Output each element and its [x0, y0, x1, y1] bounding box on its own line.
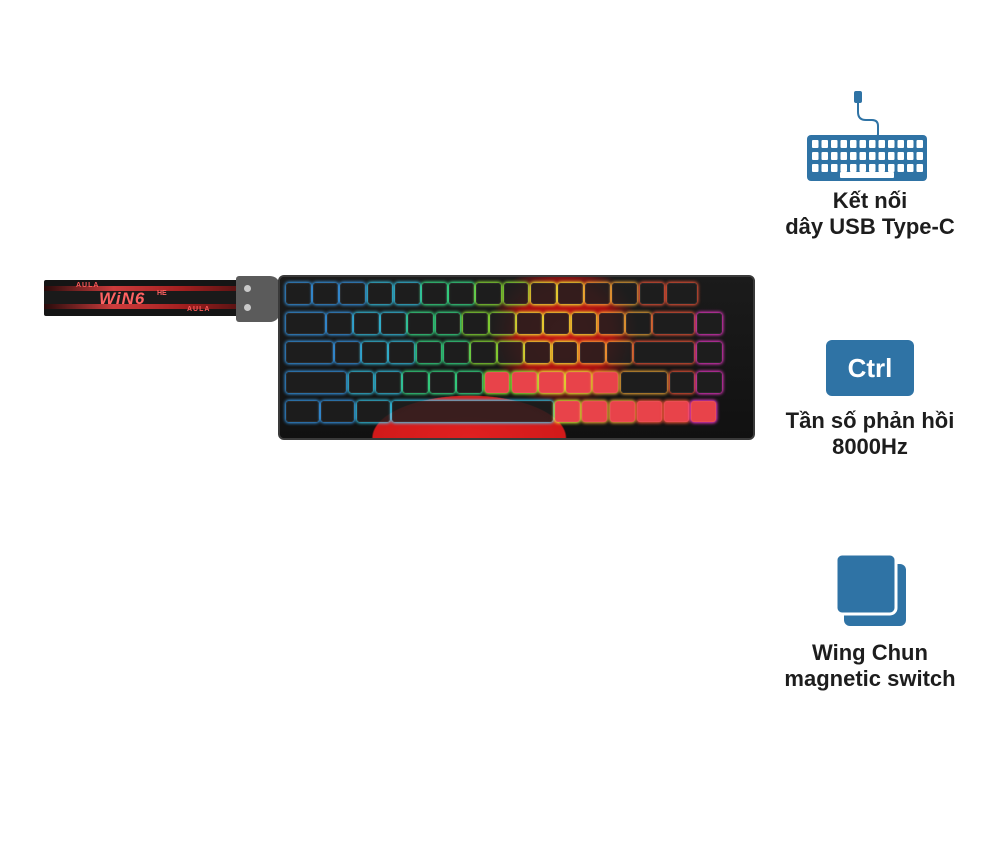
keycap — [552, 342, 578, 363]
keycap — [696, 342, 722, 363]
keycap — [356, 401, 390, 422]
keycap — [691, 401, 717, 422]
keycap — [334, 342, 360, 363]
keycap — [457, 371, 483, 393]
keycap — [430, 371, 456, 393]
keycap — [490, 312, 515, 334]
keycap — [696, 371, 722, 393]
keycap — [530, 283, 556, 304]
keycap — [571, 312, 597, 334]
keycap — [375, 371, 401, 393]
keycap — [408, 312, 434, 334]
keycap — [593, 371, 619, 393]
keycap — [609, 401, 635, 422]
keycaps — [286, 283, 747, 430]
keycap — [340, 283, 366, 304]
keycap — [544, 312, 570, 334]
keycap — [476, 283, 502, 304]
keycap — [392, 401, 553, 422]
keycap — [462, 312, 488, 334]
keycap — [435, 312, 461, 334]
keycap — [443, 342, 469, 363]
keycap — [606, 342, 632, 363]
keycap — [402, 371, 428, 393]
feature-usb: Kết nối dây USB Type-C — [770, 88, 970, 240]
keycap — [620, 371, 668, 393]
keycap — [538, 371, 564, 393]
keycap — [354, 312, 379, 334]
keycap — [416, 342, 442, 363]
keycap — [422, 283, 447, 304]
keycap — [326, 312, 352, 334]
keycap — [394, 283, 420, 304]
keycap — [511, 371, 537, 393]
keycap — [664, 401, 689, 422]
feature-polling: Ctrl Tần số phản hồi 8000Hz — [770, 338, 970, 460]
strap-model: WiN6 — [99, 289, 146, 308]
keycap — [579, 342, 605, 363]
feature-switch: Wing Chun magnetic switch — [770, 548, 970, 692]
keycap — [498, 342, 524, 363]
strap-sub: HE — [157, 290, 167, 297]
keycap — [639, 283, 665, 304]
keycap — [286, 342, 333, 363]
keycap — [558, 283, 583, 304]
keyboard-product-image: AULA WiN6 HE AULA — [40, 270, 760, 445]
keycap — [582, 401, 608, 422]
keycap — [525, 342, 551, 363]
keycap — [286, 371, 347, 393]
feature-polling-label: Tần số phản hồi 8000Hz — [785, 408, 955, 459]
keycap — [517, 312, 543, 334]
keyboard — [278, 275, 755, 440]
keycap — [389, 342, 415, 363]
usb-keyboard-icon — [807, 91, 927, 181]
feature-usb-label: Kết nối dây USB Type-C — [785, 188, 955, 239]
keycap — [348, 371, 374, 393]
ctrl-key-icon: Ctrl — [826, 340, 914, 396]
keycap — [286, 283, 311, 304]
keycap — [636, 401, 662, 422]
keycap — [666, 283, 698, 304]
keycap — [669, 371, 695, 393]
strap-clip — [236, 276, 280, 322]
keycap — [449, 283, 475, 304]
keycap — [321, 401, 355, 422]
keycap — [585, 283, 611, 304]
keycap — [555, 401, 581, 422]
keycap — [362, 342, 388, 363]
keycap — [313, 283, 339, 304]
keycap — [484, 371, 510, 393]
strap-brand-top: AULA — [76, 282, 100, 289]
keycap — [696, 312, 722, 334]
keycap — [566, 371, 592, 393]
keycap — [381, 312, 407, 334]
keycap — [503, 283, 529, 304]
keycap — [612, 283, 638, 304]
switch-icon — [834, 552, 906, 626]
keycap — [286, 312, 325, 334]
keycap — [470, 342, 496, 363]
keycap — [367, 283, 393, 304]
keycap — [653, 312, 695, 334]
keycap — [598, 312, 624, 334]
keycap — [626, 312, 651, 334]
keycap — [634, 342, 695, 363]
strap-brand-bottom: AULA — [187, 306, 211, 313]
keycap — [286, 401, 320, 422]
feature-switch-label: Wing Chun magnetic switch — [784, 640, 956, 691]
